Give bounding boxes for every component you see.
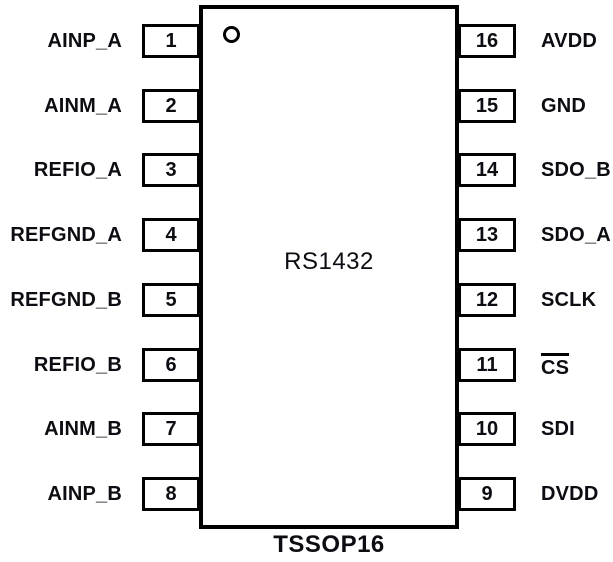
package-label: TSSOP16: [273, 531, 385, 558]
pin-box-6: 6: [142, 347, 200, 382]
pin-label-9: DVDD: [541, 482, 599, 505]
pin-label-1: AINP_A: [47, 30, 122, 52]
active-low-overline: CS: [541, 352, 570, 379]
left-pin-labels-column: AINP_A AINM_A REFIO_A REFGND_A REFGND_B …: [0, 24, 122, 511]
pin-label-8: AINP_B: [47, 482, 122, 505]
pin-box-2: 2: [142, 88, 200, 123]
pin-label-10: SDI: [541, 418, 575, 441]
pin-label-7: AINM_B: [44, 418, 122, 441]
pin-box-9: 9: [458, 476, 516, 511]
pin-label-16: AVDD: [541, 30, 597, 52]
pin-label-5: REFGND_B: [10, 288, 122, 311]
left-pin-boxes-column: 1 2 3 4 5 6 7 8: [142, 24, 200, 511]
pin-label-4: REFGND_A: [10, 224, 122, 247]
pin-label-3: REFIO_A: [33, 159, 122, 182]
pin-box-15: 15: [458, 88, 516, 123]
pin-label-11: CS: [541, 348, 613, 382]
pin-box-10: 10: [458, 412, 516, 447]
pin-label-13: SDO_A: [541, 224, 611, 247]
pin-box-7: 7: [142, 412, 200, 447]
pin1-indicator-icon: [223, 26, 240, 43]
pin-label-2: AINM_A: [44, 94, 122, 117]
pin-box-3: 3: [142, 153, 200, 188]
pin-box-4: 4: [142, 218, 200, 253]
pin-box-16: 16: [458, 24, 516, 58]
pin-box-1: 1: [142, 24, 200, 58]
pin-label-15: GND: [541, 94, 587, 117]
pin-box-13: 13: [458, 218, 516, 253]
pin-box-12: 12: [458, 282, 516, 317]
right-pin-boxes-column: 16 15 14 13 12 11 10 9: [458, 24, 516, 511]
pin-label-14: SDO_B: [541, 159, 611, 182]
chip-body: RS1432: [199, 5, 459, 529]
chip-name: RS1432: [284, 248, 374, 275]
pin-label-12: SCLK: [541, 288, 597, 311]
pin-box-5: 5: [142, 282, 200, 317]
pin-label-6: REFIO_B: [33, 353, 122, 376]
right-pin-labels-column: AVDD GND SDO_B SDO_A SCLK CS SDI DVDD: [541, 24, 613, 511]
pin-box-11: 11: [458, 347, 516, 382]
pin-box-14: 14: [458, 153, 516, 188]
pin-box-8: 8: [142, 476, 200, 511]
